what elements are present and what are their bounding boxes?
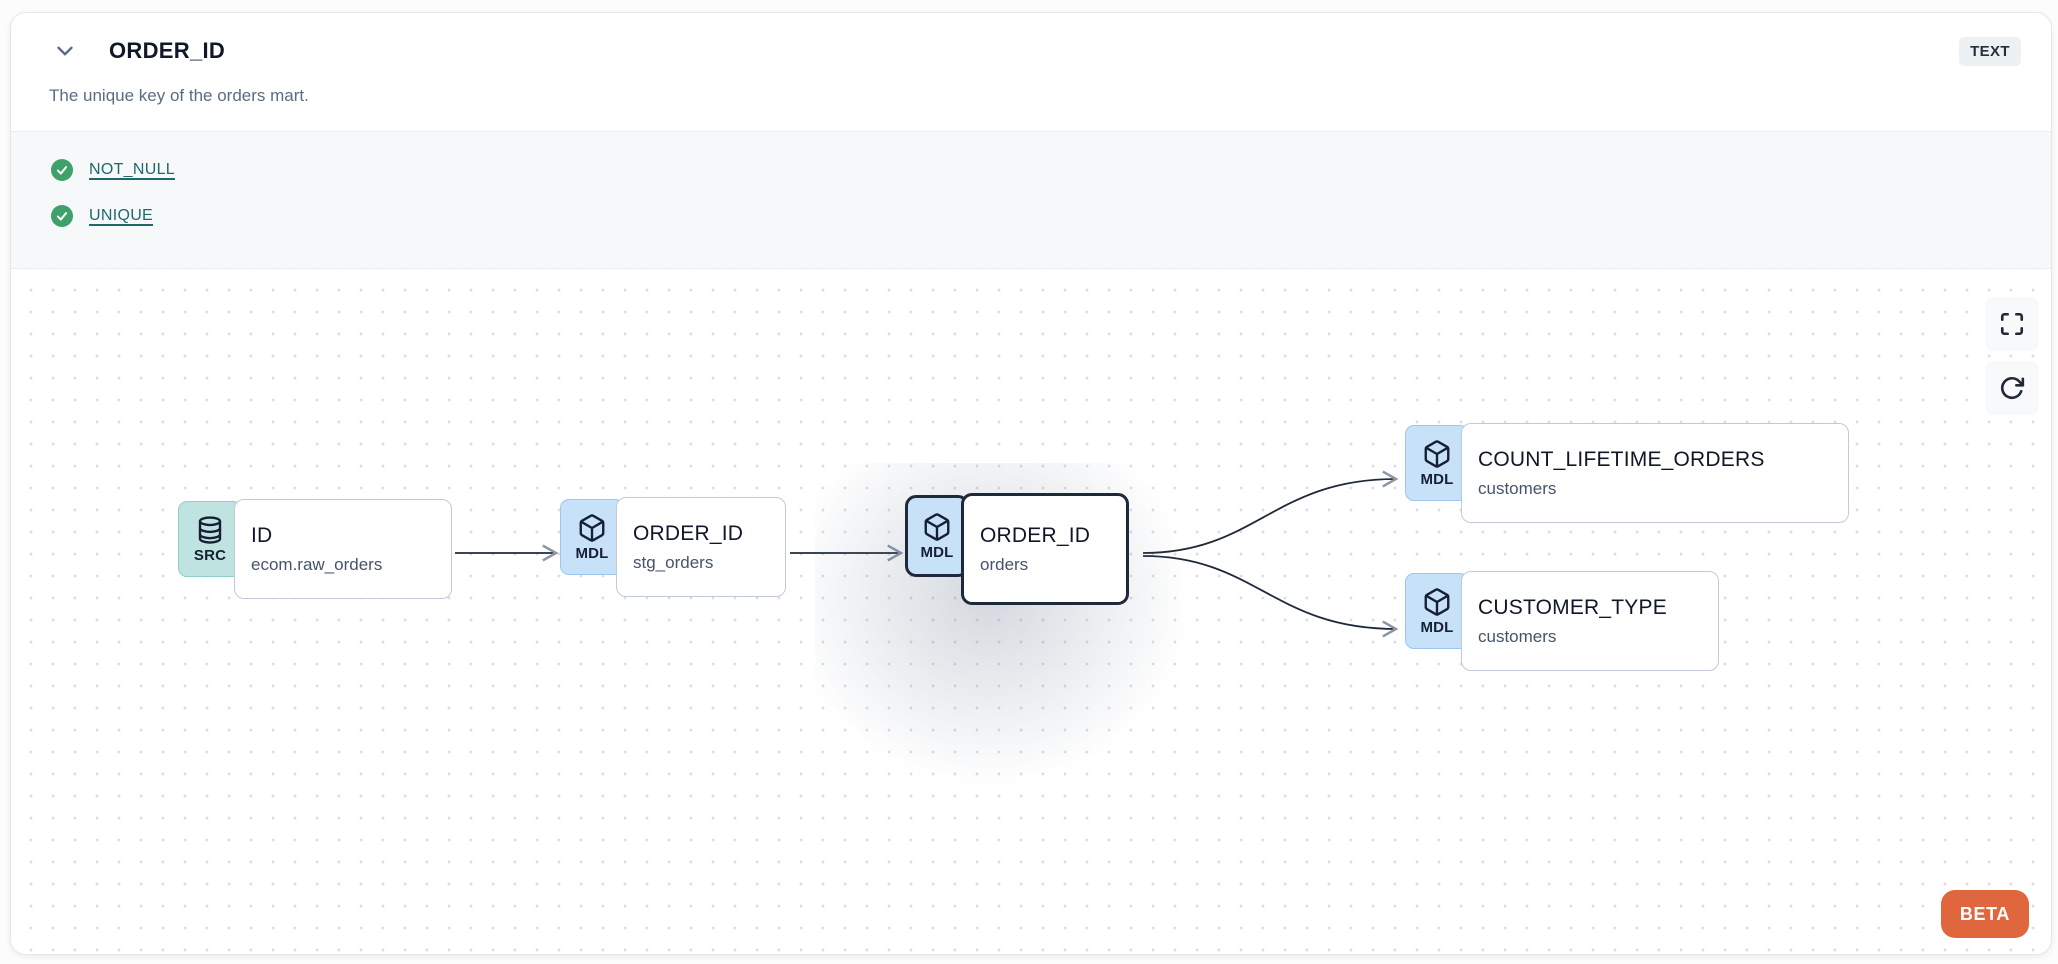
node-type-label: MDL: [575, 545, 609, 562]
fullscreen-icon: [1999, 311, 2025, 337]
database-icon: [195, 515, 225, 545]
test-link-unique[interactable]: UNIQUE: [89, 207, 154, 224]
node-type-label: MDL: [920, 544, 954, 561]
collapse-chevron-button[interactable]: [47, 33, 83, 69]
node-card: ORDER_ID orders: [961, 493, 1129, 605]
lineage-node-customer-type[interactable]: MDL CUSTOMER_TYPE customers: [1405, 571, 1719, 671]
lineage-node-src-id[interactable]: SRC ID ecom.raw_orders: [178, 499, 452, 599]
node-subtitle: stg_orders: [633, 552, 714, 572]
node-title: COUNT_LIFETIME_ORDERS: [1478, 447, 1765, 471]
test-row: NOT_NULL: [51, 159, 2023, 181]
beta-badge: BETA: [1940, 890, 2029, 938]
node-card: COUNT_LIFETIME_ORDERS customers: [1461, 423, 1849, 523]
node-card: ORDER_ID stg_orders: [616, 497, 786, 597]
lineage-node-orders-selected[interactable]: MDL ORDER_ID orders: [815, 463, 1199, 795]
node-subtitle: customers: [1478, 626, 1557, 646]
test-link-not-null[interactable]: NOT_NULL: [89, 161, 175, 178]
node-subtitle: ecom.raw_orders: [251, 554, 383, 574]
node-type-label: MDL: [1420, 619, 1454, 636]
node-card: ID ecom.raw_orders: [234, 499, 452, 599]
node-title: ORDER_ID: [980, 523, 1091, 547]
canvas-controls: [1985, 297, 2039, 415]
lineage-node-count-lifetime-orders[interactable]: MDL COUNT_LIFETIME_ORDERS customers: [1405, 423, 1849, 523]
node-subtitle: customers: [1478, 478, 1557, 498]
cube-icon: [1422, 439, 1452, 469]
page-title: ORDER_ID: [109, 38, 226, 63]
node-type-badge: MDL: [905, 495, 969, 577]
check-circle-icon: [51, 159, 73, 181]
refresh-icon: [1999, 375, 2025, 401]
tests-section: NOT_NULL UNIQUE: [11, 131, 2051, 269]
node-type-badge: SRC: [178, 501, 242, 577]
node-type-label: MDL: [1420, 471, 1454, 488]
refresh-button[interactable]: [1985, 361, 2039, 415]
column-type-badge: TEXT: [1959, 36, 2021, 66]
lineage-node-stg-orders[interactable]: MDL ORDER_ID stg_orders: [560, 497, 786, 597]
chevron-down-icon: [52, 38, 78, 64]
node-type-badge: MDL: [560, 499, 624, 575]
node-type-badge: MDL: [1405, 425, 1469, 501]
cube-icon: [922, 512, 952, 542]
node-type-label: SRC: [193, 547, 227, 564]
column-description: The unique key of the orders mart.: [49, 86, 309, 105]
node-title: CUSTOMER_TYPE: [1478, 595, 1667, 619]
check-circle-icon: [51, 205, 73, 227]
node-card: CUSTOMER_TYPE customers: [1461, 571, 1719, 671]
lineage-canvas[interactable]: SRC ID ecom.raw_orders MDL ORDE: [11, 269, 2051, 954]
cube-icon: [1422, 587, 1452, 617]
panel-header: ORDER_ID TEXT The unique key of the orde…: [11, 13, 2051, 131]
cube-icon: [577, 513, 607, 543]
node-title: ID: [251, 523, 273, 547]
fullscreen-button[interactable]: [1985, 297, 2039, 351]
test-row: UNIQUE: [51, 205, 2023, 227]
node-subtitle: orders: [980, 554, 1029, 574]
node-type-badge: MDL: [1405, 573, 1469, 649]
column-details-panel: ORDER_ID TEXT The unique key of the orde…: [10, 12, 2052, 955]
node-title: ORDER_ID: [633, 521, 744, 545]
